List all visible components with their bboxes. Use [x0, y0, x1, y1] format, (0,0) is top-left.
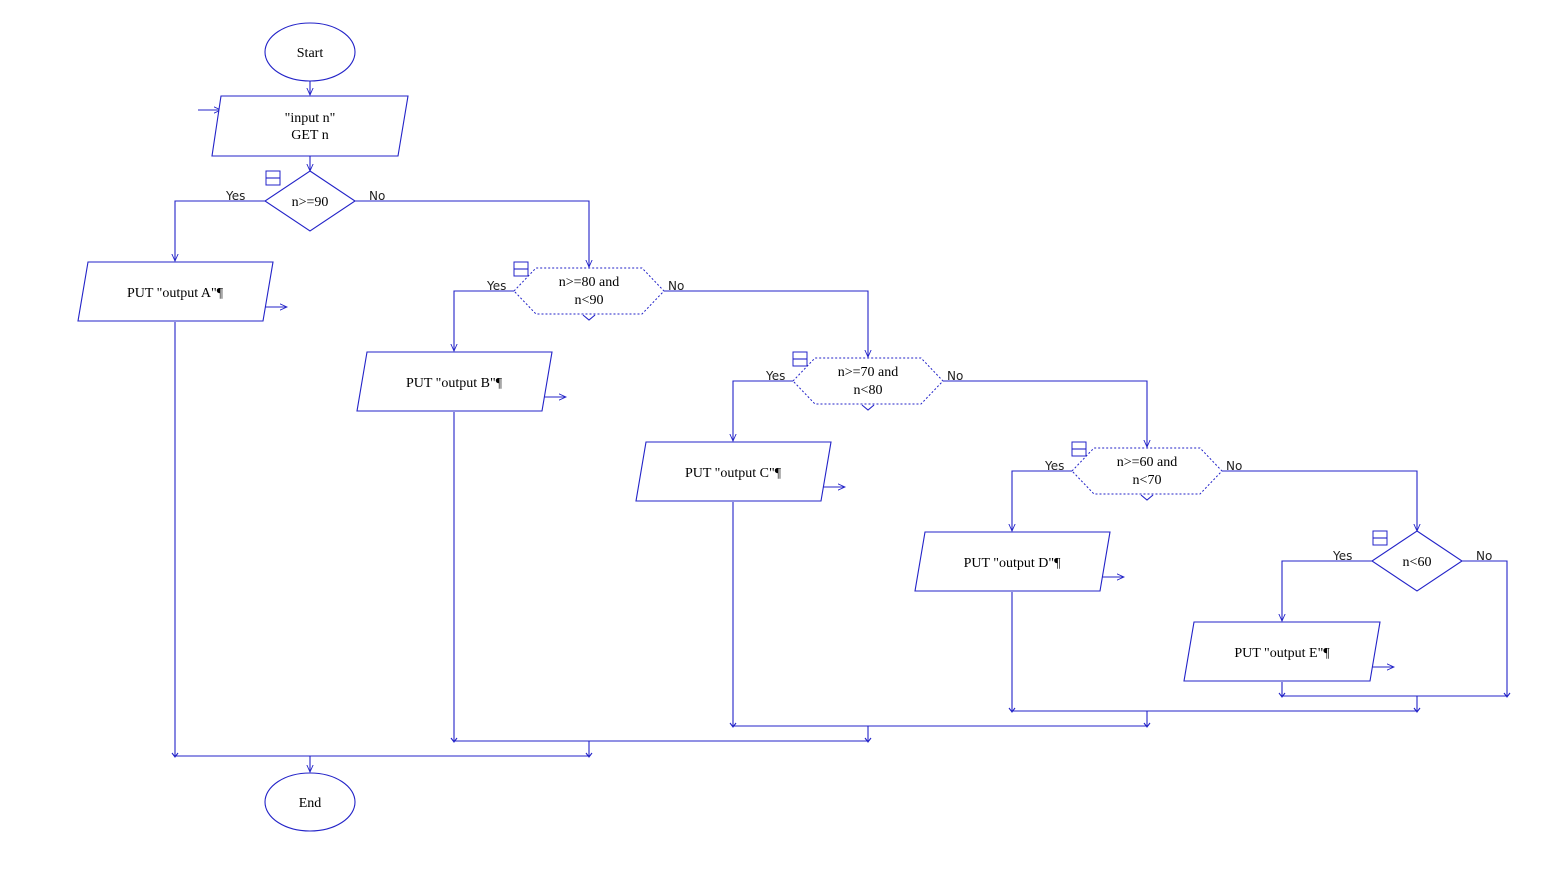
yes-label: Yes: [486, 279, 506, 293]
output-c-label: PUT "output C": [685, 466, 775, 481]
no-label: No: [1226, 459, 1242, 473]
output-a-node[interactable]: PUT "output A"¶: [77, 261, 274, 322]
input-node[interactable]: "input n" GET n: [211, 95, 409, 157]
merge-tick: [1278, 692, 1286, 698]
decision-n-ge-90[interactable]: n>=90: [264, 170, 356, 232]
decision-60-70-line-2: n<70: [1133, 473, 1162, 488]
decision-70-line-2: n<80: [854, 383, 883, 398]
output-b-label: PUT "output B": [406, 376, 496, 391]
output-a-mark: ¶: [217, 286, 224, 301]
yes-label: Yes: [765, 369, 785, 383]
svg-text:PUT "output D"¶: PUT "output D"¶: [964, 556, 1062, 571]
merge-tick: [171, 752, 179, 758]
connector-no-60-70: [1222, 470, 1417, 531]
svg-text:PUT "output A"¶: PUT "output A"¶: [127, 286, 224, 301]
output-c-node[interactable]: PUT "output C"¶: [635, 441, 832, 502]
start-label: Start: [297, 46, 324, 61]
end-node[interactable]: End: [264, 772, 356, 832]
output-d-mark: ¶: [1054, 556, 1061, 571]
collapse-toggle-icon[interactable]: [792, 351, 808, 367]
output-e-node[interactable]: PUT "output E"¶: [1183, 621, 1381, 682]
yes-label: Yes: [225, 189, 245, 203]
decision-80-line-1: n>=80 and: [559, 275, 620, 290]
decision-n-70-80[interactable]: n>=70 and n<80: [792, 357, 944, 411]
merge-tick: [729, 722, 737, 728]
decision-80-line-2: n<90: [575, 293, 604, 308]
connector-yes-60-70: [1012, 470, 1072, 531]
no-label: No: [668, 279, 684, 293]
merge-tick: [864, 737, 872, 743]
decision-60-label: n<60: [1403, 555, 1432, 570]
decision-90-label: n>=90: [292, 195, 329, 210]
collapse-toggle-icon[interactable]: [513, 261, 529, 277]
output-c-mark: ¶: [775, 466, 782, 481]
yes-label: Yes: [1044, 459, 1064, 473]
output-b-mark: ¶: [496, 376, 503, 391]
collapse-toggle-icon[interactable]: [1071, 441, 1087, 457]
output-a-label: PUT "output A": [127, 286, 217, 301]
start-node[interactable]: Start: [264, 22, 356, 82]
yes-label: Yes: [1332, 549, 1352, 563]
connector-yes-80: [454, 290, 514, 351]
output-e-label: PUT "output E": [1234, 646, 1323, 661]
connector-yes-60: [1282, 560, 1372, 621]
output-d-label: PUT "output D": [964, 556, 1055, 571]
connectors: [171, 80, 1511, 772]
svg-text:PUT "output C"¶: PUT "output C"¶: [685, 466, 782, 481]
merge-tick: [1008, 707, 1016, 713]
collapse-toggle-icon[interactable]: [1372, 530, 1388, 546]
input-line-2: GET n: [291, 128, 328, 143]
merge-tick: [1413, 707, 1421, 713]
collapse-toggle-icon[interactable]: [265, 170, 281, 186]
connector-no-70: [943, 380, 1147, 447]
connector-yes-70: [733, 380, 793, 441]
decision-60-70-line-1: n>=60 and: [1117, 455, 1178, 470]
merge-tick: [1143, 722, 1151, 728]
end-label: End: [299, 796, 322, 811]
connector-no-90: [355, 200, 589, 267]
svg-text:PUT "output E"¶: PUT "output E"¶: [1234, 646, 1330, 661]
output-e-mark: ¶: [1323, 646, 1330, 661]
svg-text:PUT "output B"¶: PUT "output B"¶: [406, 376, 503, 391]
output-b-node[interactable]: PUT "output B"¶: [356, 351, 553, 412]
input-line-1: "input n": [285, 111, 336, 126]
decision-70-line-1: n>=70 and: [838, 365, 899, 380]
merge-tick: [1503, 692, 1511, 698]
output-d-node[interactable]: PUT "output D"¶: [914, 531, 1111, 592]
merge-tick: [450, 737, 458, 743]
decision-n-80-90[interactable]: n>=80 and n<90: [513, 267, 665, 321]
no-label: No: [947, 369, 963, 383]
connector-no-80: [664, 290, 868, 357]
no-label: No: [1476, 549, 1492, 563]
connector-no-60: [1462, 560, 1508, 696]
decision-n-60-70[interactable]: n>=60 and n<70: [1071, 447, 1223, 501]
decision-n-lt-60[interactable]: n<60: [1371, 530, 1463, 592]
merge-tick: [585, 752, 593, 758]
connector-yes-90: [175, 200, 265, 261]
no-label: No: [369, 189, 385, 203]
